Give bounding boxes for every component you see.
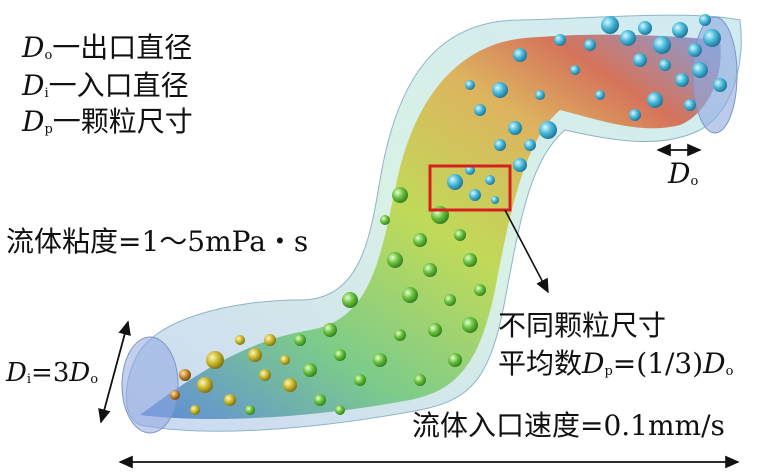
flow-field bbox=[140, 34, 721, 420]
inlet-diameter-label: Di=3Do bbox=[6, 358, 99, 388]
callout-line1: 不同颗粒尺寸 bbox=[498, 309, 667, 342]
viscosity-label: 流体粘度=1～5mPa・s bbox=[6, 225, 309, 258]
callout-arrow bbox=[504, 209, 549, 294]
legend-particle: Dp一颗粒尺寸 bbox=[22, 105, 193, 138]
inlet-speed-label: 流体入口速度=0.1mm/s bbox=[412, 409, 725, 442]
legend-inlet: Di一入口直径 bbox=[22, 69, 189, 102]
callout-line2: 平均数Dp=(1/3)Do bbox=[498, 347, 734, 380]
particles bbox=[170, 14, 727, 415]
highlight-box bbox=[428, 164, 512, 212]
inlet-dim-arrow-back bbox=[100, 320, 131, 423]
inlet-face bbox=[121, 336, 179, 434]
outlet-face bbox=[692, 16, 738, 134]
outlet-diameter-label: Do bbox=[668, 157, 699, 190]
legend-outlet: Do一出口直径 bbox=[22, 31, 193, 64]
